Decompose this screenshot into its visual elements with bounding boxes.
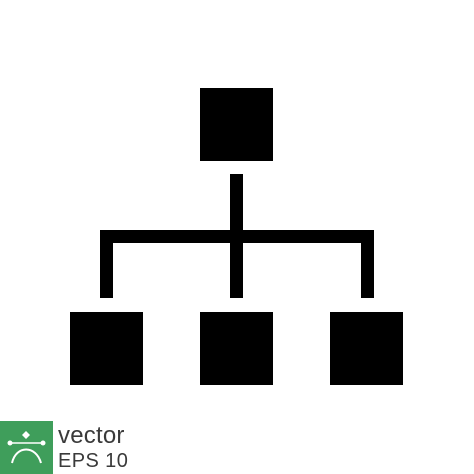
hierarchy-left-drop-line <box>100 230 113 298</box>
hierarchy-child-node-right <box>330 312 403 385</box>
watermark-line2: EPS 10 <box>58 450 129 472</box>
hierarchy-branch-line <box>100 230 374 243</box>
hierarchy-child-node-left <box>70 312 143 385</box>
hierarchy-top-node <box>200 88 273 161</box>
bezier-curve-icon <box>0 421 53 474</box>
watermark: vector EPS 10 <box>0 421 200 474</box>
watermark-line1: vector <box>58 422 125 449</box>
hierarchy-right-drop-line <box>361 230 374 298</box>
hierarchy-child-node-center <box>200 312 273 385</box>
watermark-text: vector EPS 10 <box>58 422 129 472</box>
